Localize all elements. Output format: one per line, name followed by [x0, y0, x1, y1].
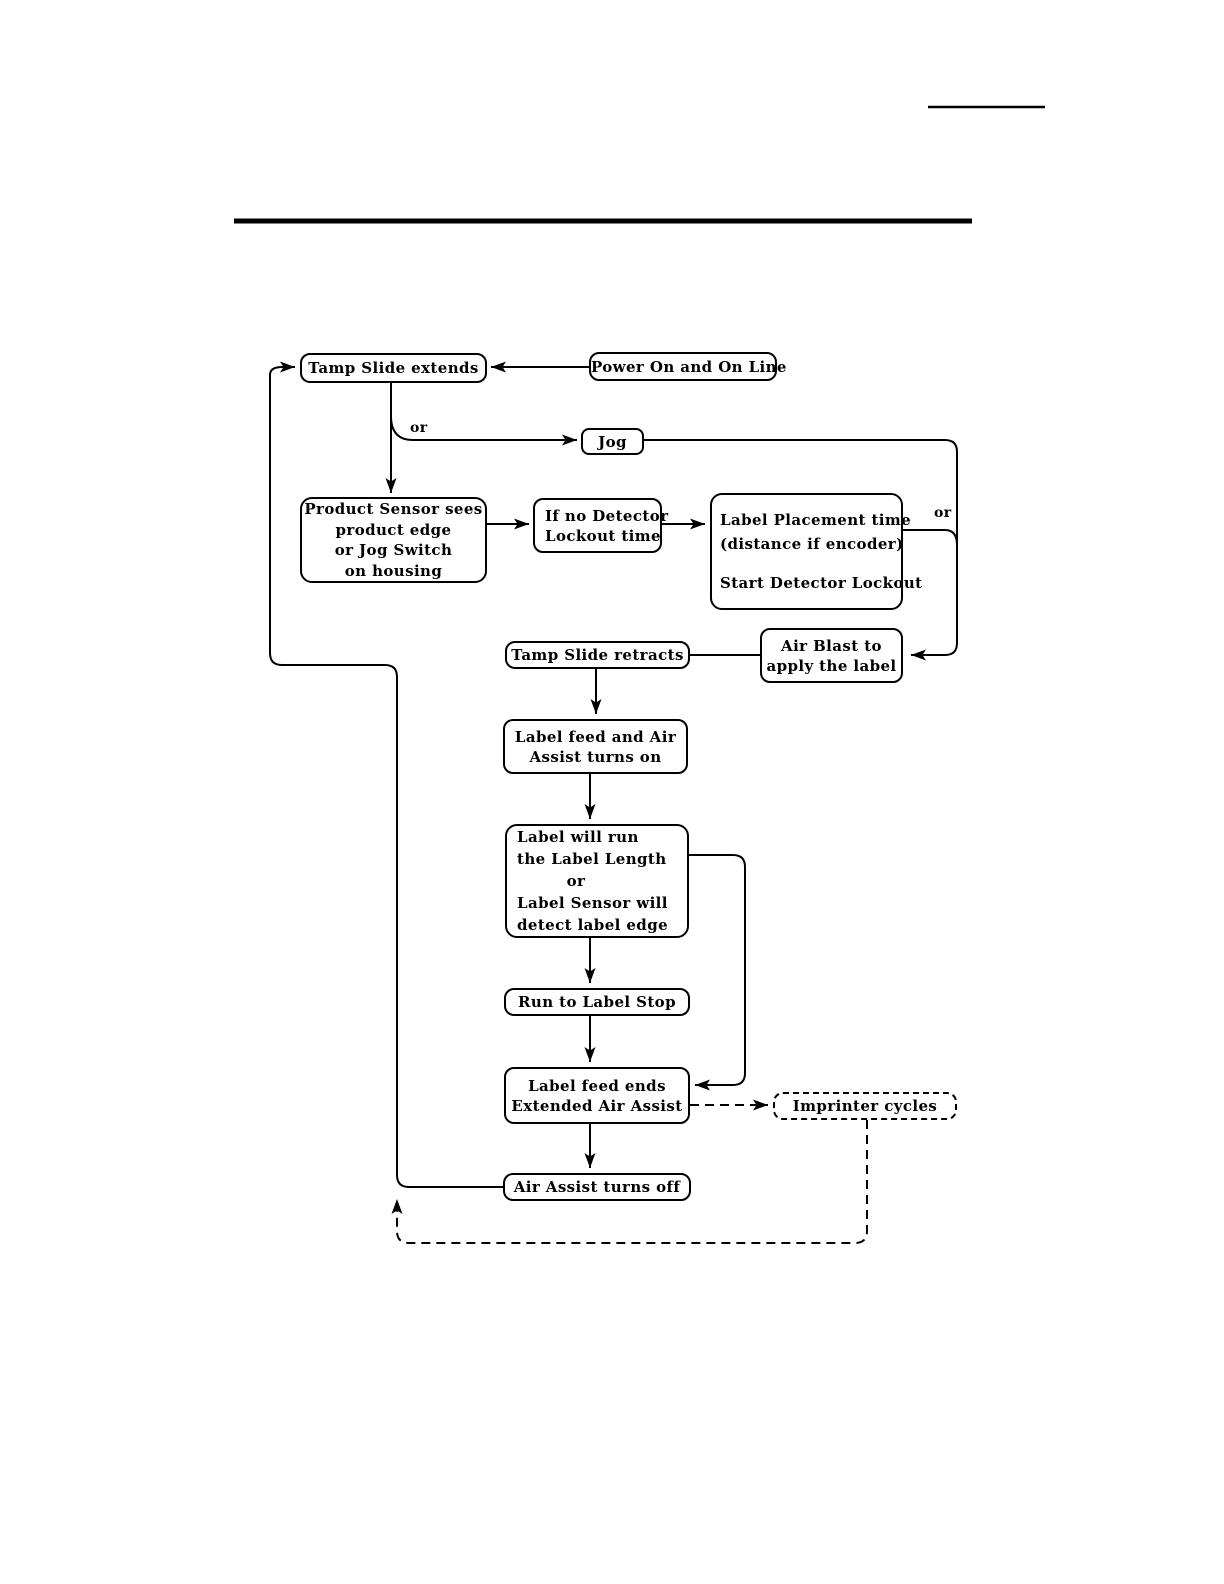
- node-label: Jog: [598, 432, 627, 451]
- node-label: Tamp Slide extends: [308, 359, 479, 377]
- node-label: Run to Label Stop: [518, 993, 676, 1011]
- node-no-detector-lockout: If no Detector Lockout time: [533, 498, 669, 553]
- node-tamp-slide-retracts: Tamp Slide retracts: [505, 641, 690, 669]
- node-label: product edge: [335, 520, 452, 539]
- node-label: Lockout time: [545, 526, 661, 545]
- node-label: Product Sensor sees: [304, 500, 483, 518]
- node-label: or Jog Switch: [334, 541, 453, 559]
- node-label-run: Label will run the Label Length or Label…: [505, 824, 689, 938]
- node-label: [720, 556, 901, 571]
- node-label: on housing: [344, 561, 443, 580]
- node-label: Label feed ends: [528, 1076, 666, 1095]
- node-run-to-label-stop: Run to Label Stop: [504, 988, 690, 1016]
- node-label: Air Blast to: [781, 636, 882, 655]
- node-label: Tamp Slide retracts: [511, 646, 684, 664]
- node-label-placement: Label Placement time (distance if encode…: [710, 493, 923, 610]
- edge-label-or-jog: or: [408, 420, 430, 436]
- node-jog: Jog: [581, 428, 644, 455]
- node-label: Air Assist turns off: [513, 1178, 681, 1196]
- node-label: or: [566, 872, 586, 890]
- node-label: Imprinter cycles: [792, 1097, 938, 1115]
- edge-or-branch-to-jog: [390, 415, 577, 446]
- node-label: Label will run: [517, 828, 639, 846]
- node-label: Power On and On Line: [591, 357, 787, 376]
- edge-label-or-placement: or: [932, 505, 954, 521]
- node-label: detect label edge: [517, 916, 669, 934]
- node-air-assist-off: Air Assist turns off: [503, 1173, 691, 1201]
- node-tamp-slide-extends: Tamp Slide extends: [300, 353, 487, 383]
- node-air-blast: Air Blast to apply the label: [760, 628, 903, 683]
- node-label-feed-ends: Label feed ends Extended Air Assist: [504, 1067, 690, 1124]
- edge-air-assist-feedback: [269, 361, 503, 1188]
- node-imprinter-cycles: Imprinter cycles: [773, 1092, 957, 1120]
- node-label: apply the label: [766, 656, 897, 675]
- node-label: Label Sensor will: [517, 894, 668, 912]
- node-label: If no Detector: [545, 506, 669, 525]
- node-product-sensor: Product Sensor sees product edge or Jog …: [300, 497, 487, 583]
- node-label: Label feed and Air: [514, 727, 677, 746]
- node-label: (distance if encoder): [720, 535, 904, 553]
- node-power-on-line: Power On and On Line: [589, 352, 787, 381]
- node-label: Start Detector Lockout: [720, 574, 923, 592]
- node-label: the Label Length: [517, 850, 667, 868]
- node-label-feed-air-on: Label feed and Air Assist turns on: [503, 719, 688, 774]
- node-label: Assist turns on: [529, 747, 662, 766]
- edge-label-placement-join: [903, 529, 958, 546]
- edge-label-run-to-feed-ends: [689, 854, 746, 1091]
- edge-jog-loop-to-air-blast: [644, 439, 958, 661]
- node-label: Label Placement time: [720, 511, 912, 529]
- node-label: Extended Air Assist: [511, 1096, 683, 1115]
- edge-imprinter-return: [391, 1120, 868, 1244]
